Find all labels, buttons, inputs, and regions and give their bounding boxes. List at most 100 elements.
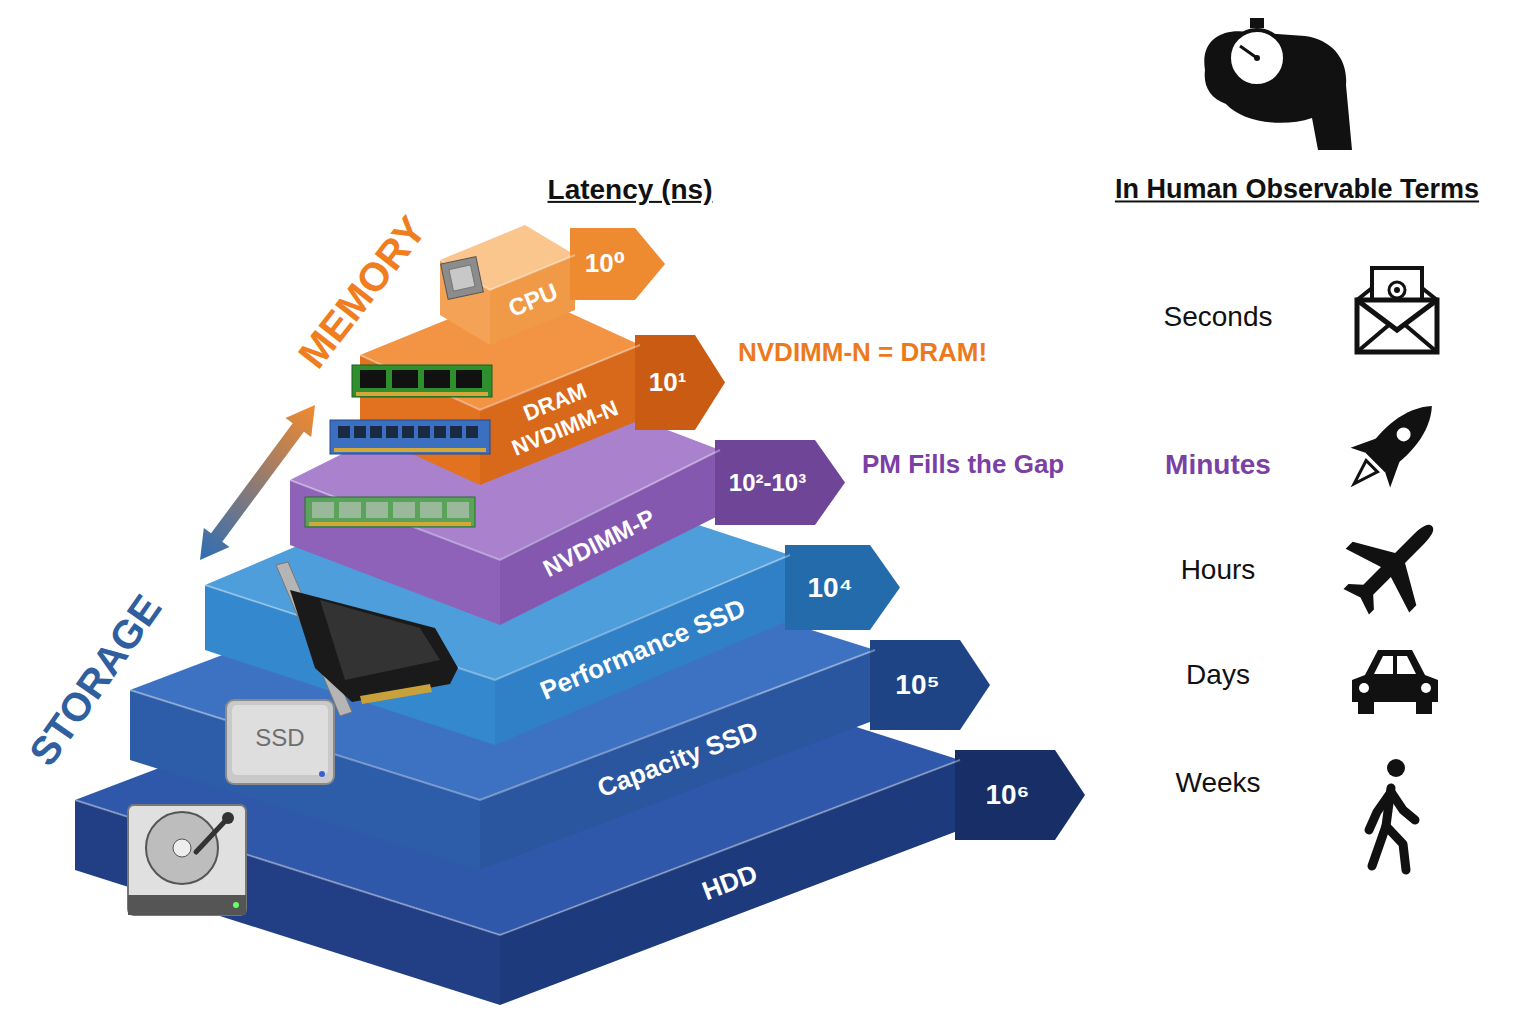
- rocket-icon: [1351, 427, 1412, 488]
- text-holder: Capacity SSD: [593, 716, 762, 804]
- stopwatch-icon: [1229, 30, 1285, 86]
- tier-right-face: [495, 555, 790, 745]
- tier-name: Capacity SSD: [593, 716, 762, 804]
- memory-storage-arrow: [200, 405, 315, 560]
- dram-module: [424, 370, 450, 388]
- nvdimm-p-module: [312, 502, 334, 518]
- rocket-icon: [1334, 386, 1451, 503]
- tier-right-face: [500, 760, 960, 1005]
- pcie-ssd-card: [276, 562, 458, 716]
- walker-icon: [1369, 792, 1391, 830]
- text-holder: In Human Observable Terms: [1115, 174, 1479, 205]
- pyramid-tier: CPU 10⁰: [438, 223, 667, 347]
- latency-value: 10⁰: [585, 249, 625, 279]
- car-icon: [1352, 650, 1438, 714]
- nvdimm-p-module: [420, 502, 442, 518]
- tier-top-face: [290, 370, 720, 560]
- text-holder: Hours: [1181, 554, 1256, 586]
- column-header: In Human Observable Terms: [1115, 174, 1479, 205]
- latency-tab: [635, 335, 725, 430]
- latency-tab: [785, 545, 900, 630]
- tier-edge-highlight: [130, 650, 875, 800]
- email-icon: [1357, 268, 1437, 352]
- text-holder: Minutes: [1165, 449, 1271, 481]
- dram-module: [456, 370, 482, 388]
- tier-name: Performance SSD: [536, 593, 750, 706]
- latency-value: 10⁴: [808, 571, 853, 603]
- tier-shape: [288, 368, 847, 627]
- text-holder: 10⁵: [895, 669, 939, 701]
- text-holder: 10⁴: [808, 571, 853, 603]
- time-label: Minutes: [1165, 449, 1271, 481]
- stopwatch-icon: [1240, 46, 1257, 58]
- pyramid-tier: HDD 10⁶: [73, 623, 1087, 1007]
- text-holder: PM Fills the Gap: [862, 450, 1064, 480]
- memory-storage-arrow: [200, 405, 315, 560]
- stopwatch-icon: [1204, 18, 1352, 150]
- nvdimm-n-module: [418, 426, 430, 438]
- nvdimm-n-module: [330, 420, 490, 454]
- dram-module: [392, 370, 418, 388]
- latency-tab: [955, 750, 1085, 840]
- callout-note: PM Fills the Gap: [862, 450, 1064, 480]
- nvdimm-n-module: [466, 426, 478, 438]
- tier-right-face: [480, 650, 875, 870]
- rocket-icon: [1348, 461, 1377, 490]
- text-holder: NVDIMM-N = DRAM!: [738, 338, 987, 368]
- tier-left-face: [75, 800, 500, 1005]
- time-label: Weeks: [1175, 767, 1260, 799]
- text-holder: Seconds: [1164, 301, 1273, 333]
- car-icon: [1352, 650, 1438, 702]
- nvdimm-p-module: [305, 497, 475, 527]
- latency-tab: [570, 228, 665, 300]
- dram-module: [352, 365, 492, 397]
- text-holder: HDD: [698, 859, 761, 907]
- tier-left-face: [440, 260, 490, 345]
- car-icon: [1359, 683, 1369, 693]
- nvdimm-p-module: [447, 502, 469, 518]
- tier-top-face: [205, 460, 790, 680]
- text-holder: Latency (ns): [548, 174, 713, 206]
- text-holder: 10¹: [649, 368, 687, 398]
- tier-name: CPU: [504, 278, 561, 323]
- tier-right-face: [500, 450, 720, 625]
- rocket-icon: [1394, 424, 1414, 444]
- nvdimm-n-module: [370, 426, 382, 438]
- text-holder: CPU: [504, 278, 561, 323]
- group-label: STORAGE: [20, 586, 171, 774]
- car-icon: [1374, 656, 1416, 674]
- latency-tab: [870, 640, 990, 730]
- sata-ssd: [232, 705, 328, 775]
- tier-name: NVDIMM-P: [539, 504, 660, 583]
- text-holder: MEMORY: [289, 208, 435, 377]
- time-label: Seconds: [1164, 301, 1273, 333]
- tier-left-face: [130, 690, 480, 870]
- hdd-drive: [128, 895, 246, 915]
- email-icon: [1357, 300, 1437, 330]
- airplane-icon: [1324, 494, 1463, 633]
- tier-shape: [128, 538, 992, 872]
- dram-module: [352, 365, 492, 397]
- tier-edge-highlight: [290, 450, 720, 560]
- nvdimm-n-module: [402, 426, 414, 438]
- pcie-ssd-card: [320, 600, 440, 680]
- walker-icon: [1391, 792, 1415, 820]
- pyramid-tier: Performance SSD 10⁴: [203, 458, 902, 747]
- tier-top-face: [130, 540, 875, 800]
- latency-value: 10¹: [649, 368, 687, 398]
- cpu-chip: [441, 257, 484, 300]
- text-holder: STORAGE: [20, 586, 171, 774]
- column-header: Latency (ns): [548, 174, 713, 206]
- email-icon: [1357, 288, 1437, 352]
- latency-value: 10⁶: [985, 779, 1029, 811]
- device-label: SSD: [255, 724, 304, 752]
- car-icon: [1416, 700, 1432, 714]
- sata-ssd: [226, 700, 334, 784]
- callout-note: NVDIMM-N = DRAM!: [738, 338, 987, 368]
- tier-right-face: [490, 255, 575, 345]
- tier-top-face: [75, 625, 960, 935]
- tier-edge-highlight: [75, 760, 960, 935]
